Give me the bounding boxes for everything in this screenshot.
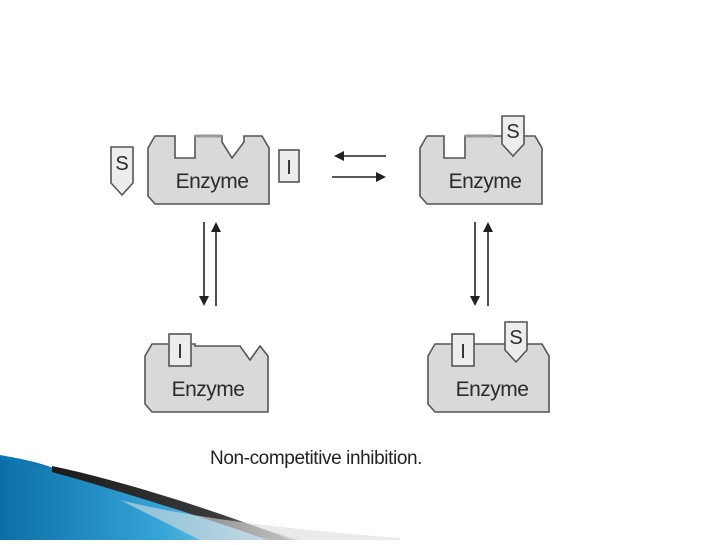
equilibrium-arrows-horizontal [332,151,386,182]
inhibitor-bound: I [451,333,475,367]
substrate-free: S [110,146,134,197]
equilibrium-arrows-right-vertical [470,222,493,306]
inhibitor-label: I [460,341,466,363]
inhibitor-free: I [278,149,300,183]
enzyme-label: Enzyme [176,170,249,193]
enzyme-inhibitor-complex: Enzyme I [144,333,269,413]
inhibitor-label: I [177,341,183,363]
enzyme-label: Enzyme [449,170,522,193]
diagram-caption: Non-competitive inhibition. [210,448,423,469]
enzyme-substrate-complex: Enzyme S [419,115,543,205]
substrate-label: S [506,121,519,143]
enzyme-label: Enzyme [456,378,529,401]
enzyme-top-left: Enzyme [147,134,270,205]
enzyme-label: Enzyme [172,378,245,401]
decorative-swoosh [0,455,400,540]
inhibitor-label: I [286,157,292,179]
substrate-label: S [115,153,128,175]
equilibrium-arrows-left-vertical [199,222,221,306]
substrate-label: S [509,327,522,349]
substrate-bound: S [501,115,525,158]
enzyme-substrate-inhibitor-complex: Enzyme I S [427,321,550,413]
substrate-bound: S [504,321,528,364]
inhibitor-bound: I [168,333,192,367]
